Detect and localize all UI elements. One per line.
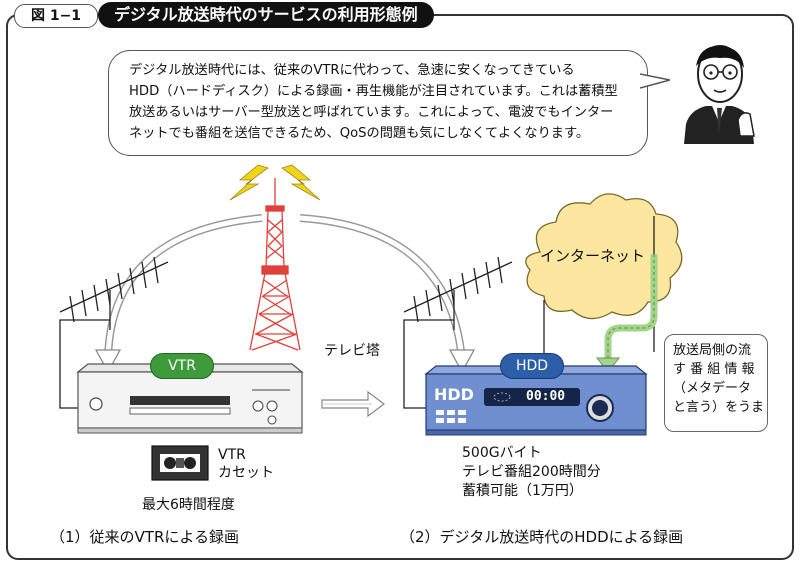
metadata-note-box: 放送局側の流 す 番 組 情 報 （メタデータ と言う）をうま (664, 334, 768, 432)
antenna-left-icon (59, 256, 169, 409)
hdd-badge: HDD (500, 353, 564, 379)
speech-line: ネットでも番組を送信できるため、QoSの問題も気にしなくてよくなります。 (129, 126, 590, 141)
cassette-label-line: VTR (218, 447, 246, 463)
signal-arc-left (104, 214, 263, 361)
speech-line: 放送あるいはサーバー型放送と呼ばれています。これによって、電波でもインター (129, 105, 614, 120)
antenna-right-icon (403, 256, 513, 409)
transition-arrow-icon (321, 390, 385, 418)
tv-tower-icon (249, 178, 301, 351)
vtr-capacity: 最大6時間程度 (142, 497, 235, 513)
lightning-icon (229, 164, 321, 201)
bubble-tail-icon (640, 73, 670, 89)
speech-bubble: デジタル放送時代には、従来のVTRに代わって、急速に安くなってきている HDD（… (108, 50, 648, 156)
narrator-icon (684, 45, 755, 144)
vtr-badge: VTR (150, 353, 214, 379)
figure-number: 図 1−1 (14, 4, 98, 28)
figure-title: デジタル放送時代のサービスの利用形態例 (98, 2, 434, 28)
cassette-label: VTR カセット (218, 446, 274, 482)
note-line: と言う）をうま (673, 400, 765, 415)
hdd-capacity-line: テレビ番組200時間分 (462, 464, 601, 480)
note-line: （メタデータ (673, 381, 752, 396)
speech-line: デジタル放送時代には、従来のVTRに代わって、急速に安くなってきている (129, 63, 575, 78)
note-line: す 番 組 情 報 (673, 362, 755, 377)
hdd-capacity: 500Gバイト テレビ番組200時間分 蓄積可能（1万円） (462, 444, 601, 501)
speech-line: HDD（ハードディスク）による録画・再生機能が注目されています。これは蓄積型 (129, 84, 618, 99)
cassette-icon (151, 445, 209, 481)
caption-left: （1）従来のVTRによる録画 (50, 528, 239, 546)
caption-right: （2）デジタル放送時代のHDDによる録画 (400, 528, 684, 546)
internet-label: インターネット (540, 247, 646, 265)
cassette-label-line: カセット (218, 465, 274, 481)
hdd-capacity-line: 蓄積可能（1万円） (462, 483, 583, 499)
vtr-deck-icon (76, 363, 304, 434)
hdd-display-time: 00:00 (526, 389, 566, 404)
hdd-logo: HDD (434, 385, 474, 404)
internet-cloud-icon (525, 193, 683, 320)
tower-label: テレビ塔 (324, 343, 380, 359)
note-line: 放送局側の流 (673, 343, 752, 358)
hdd-capacity-line: 500Gバイト (462, 445, 542, 461)
